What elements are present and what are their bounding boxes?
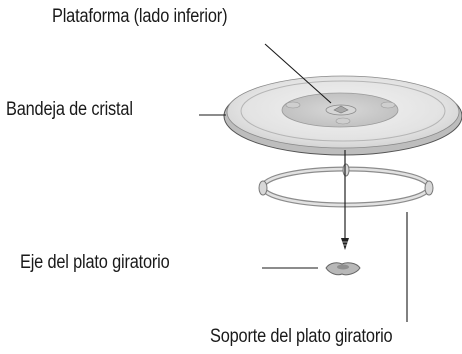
turntable-shaft — [325, 262, 361, 276]
leader-platform — [264, 43, 332, 104]
support-label: Soporte del plato giratorio — [210, 326, 393, 347]
leader-lines — [199, 43, 408, 322]
glass-tray — [223, 75, 462, 156]
assembly-axis-arrow — [341, 150, 349, 250]
glass-tray-label: Bandeja de cristal — [6, 99, 133, 120]
shaft-label: Eje del plato giratorio — [20, 252, 170, 273]
turntable-support-ring — [258, 163, 434, 208]
platform-label: Plataforma (lado inferior) — [52, 6, 228, 27]
